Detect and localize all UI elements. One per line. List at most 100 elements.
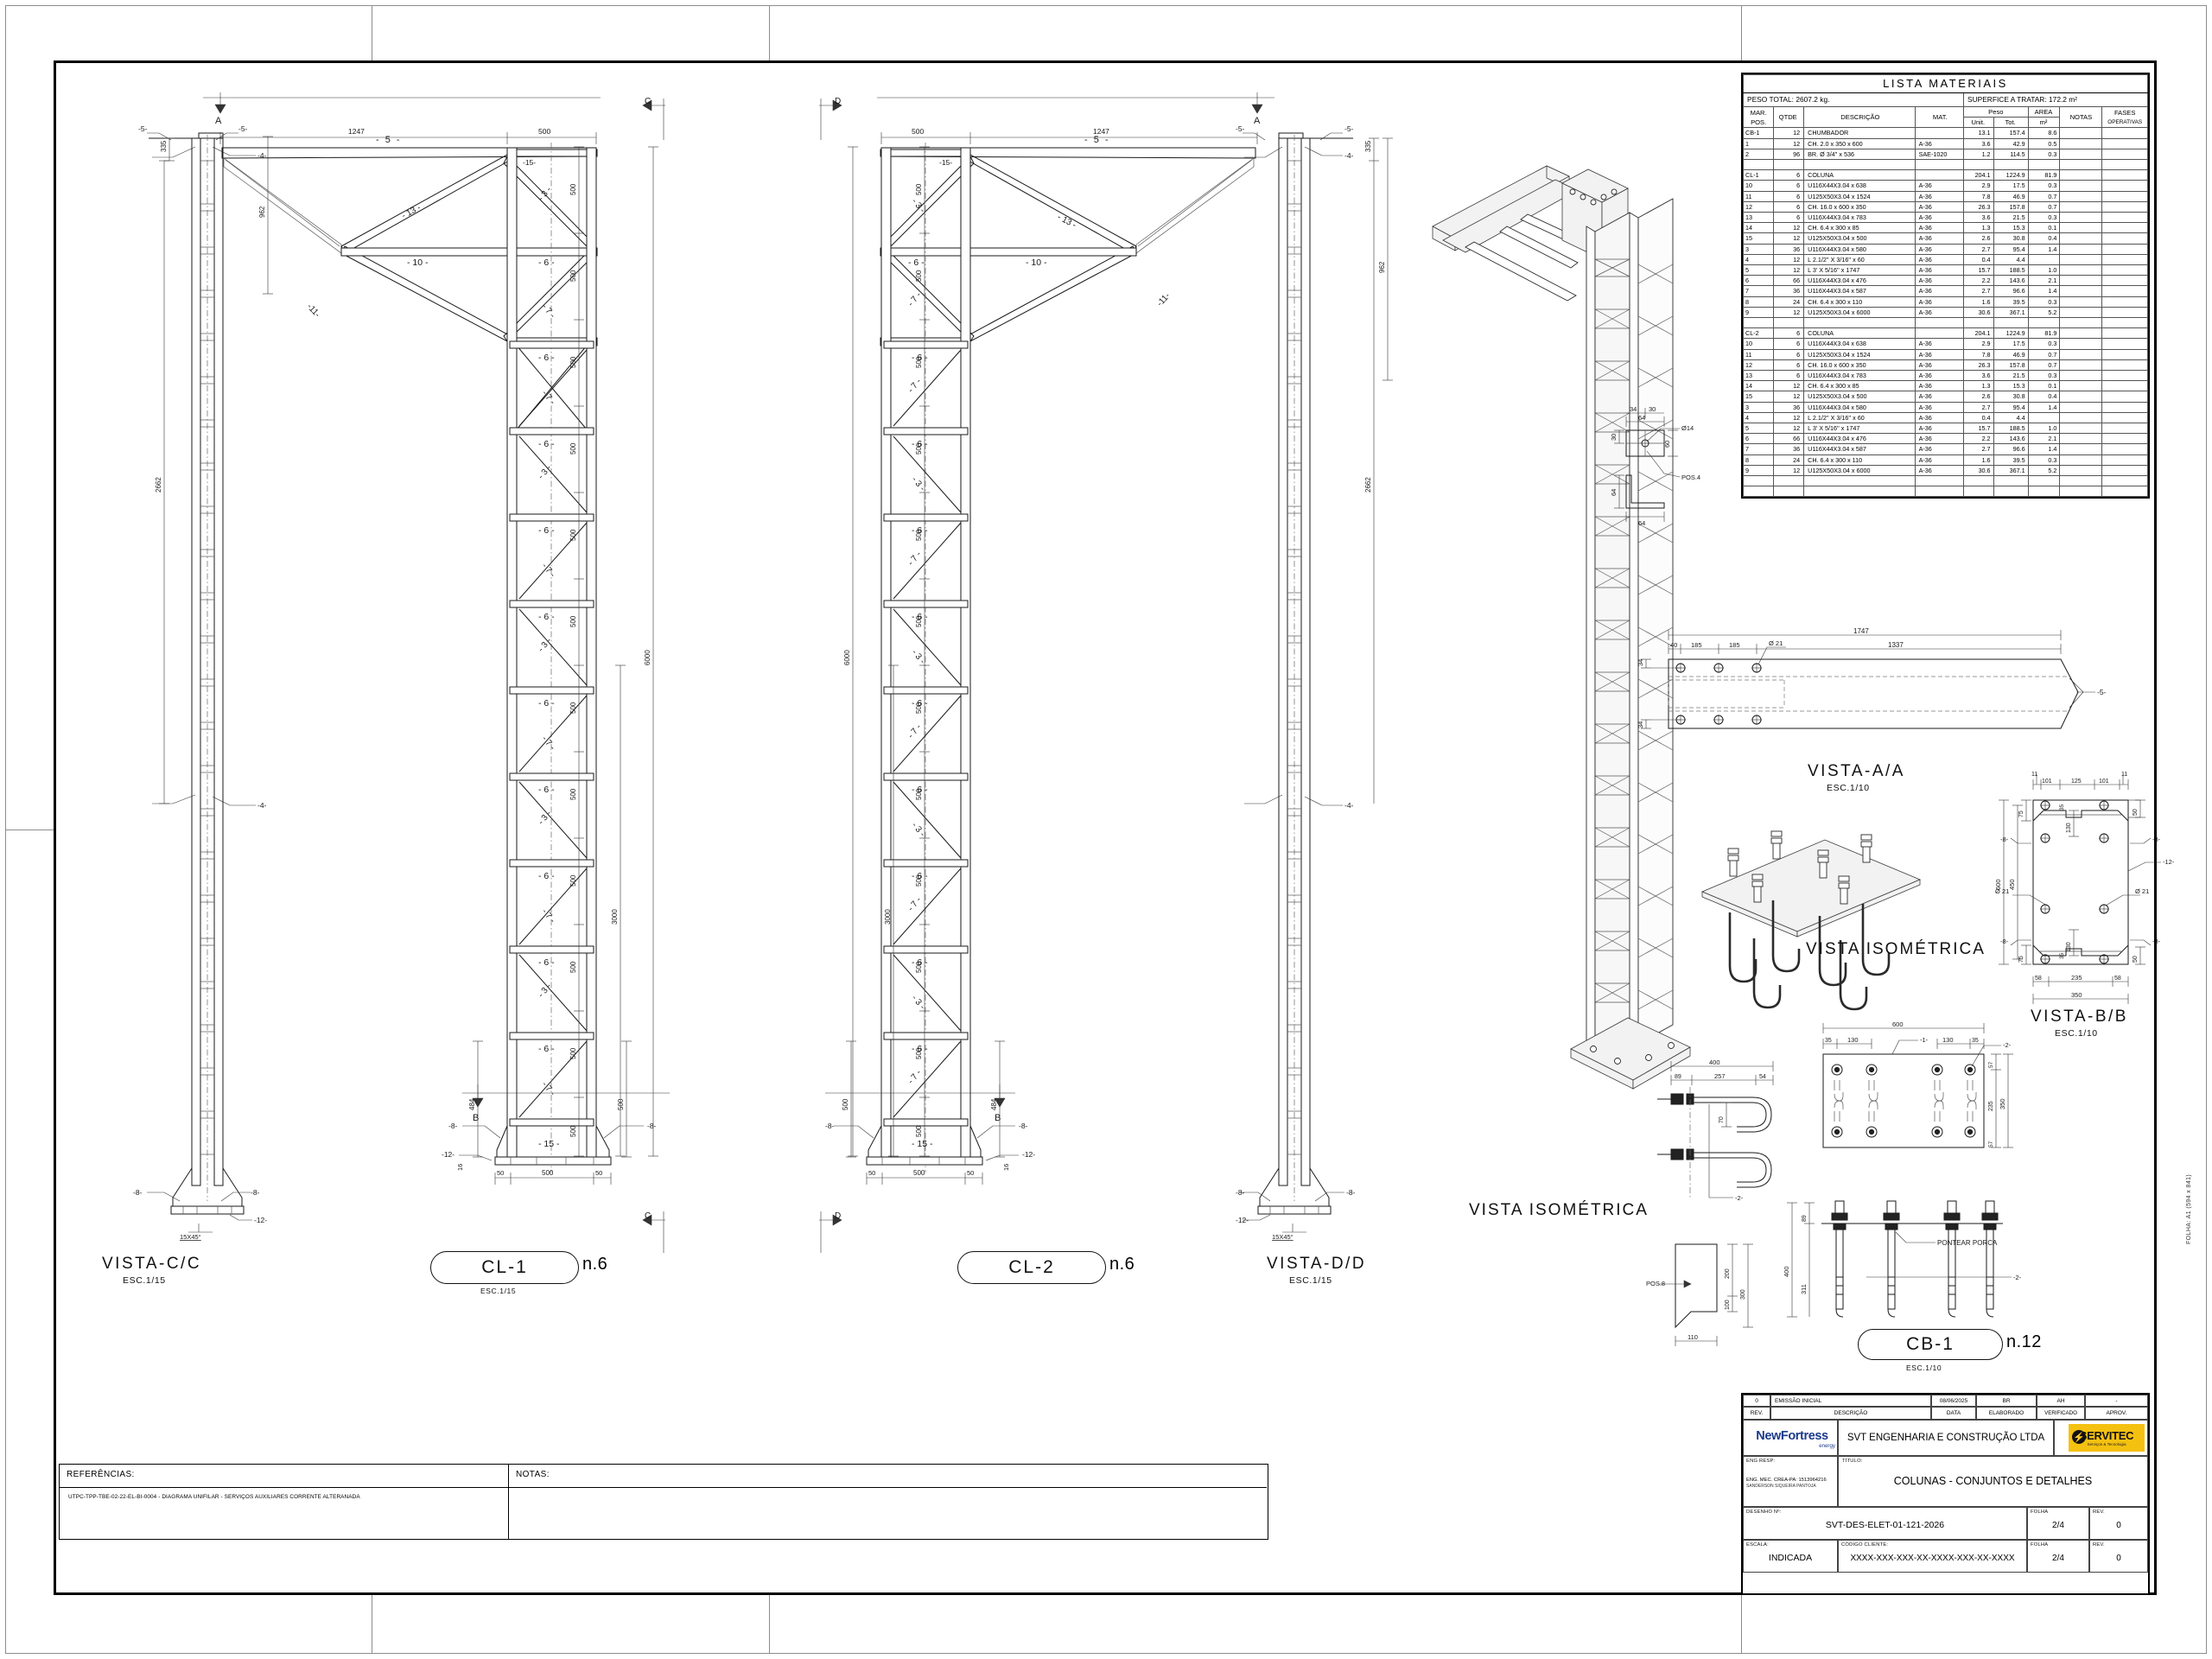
svg-text:2662: 2662 xyxy=(155,477,162,493)
cell-tot: 95.4 xyxy=(1993,243,2029,255)
svg-text:-12-: -12- xyxy=(2163,858,2175,866)
vista-aa-scale: ESC.1/10 xyxy=(1827,783,1870,793)
cell-qtde: 24 xyxy=(1773,296,1805,308)
cell-qtde: 6 xyxy=(1773,200,1805,213)
cell-desc: L 2.1/2'' X 3/16'' x 60 xyxy=(1803,253,1916,266)
folha-value-2: 2/4 xyxy=(2052,1553,2064,1563)
cell-area: 0.3 xyxy=(2027,180,2061,192)
svg-text:500: 500 xyxy=(569,183,577,195)
rev-label: REV. xyxy=(2093,1510,2105,1515)
elaborado-header-cell: ELABORADO xyxy=(1976,1407,2037,1420)
cell-notas xyxy=(2059,401,2103,413)
rev-date: 08/06/2025 xyxy=(1939,1397,1968,1404)
svg-text:-5-: -5- xyxy=(1236,124,1245,133)
svg-text:- 6 -: - 6 - xyxy=(912,439,928,449)
cell-tot: 17.5 xyxy=(1993,338,2029,350)
cl2-tag-balloon: CL-2 xyxy=(957,1251,1106,1284)
cell-tot: 46.9 xyxy=(1993,190,2029,202)
cell-mat xyxy=(1914,127,1965,139)
folha-cell: FOLHA 2/4 xyxy=(2027,1507,2089,1540)
cell-area: 8.6 xyxy=(2027,127,2061,139)
cell-tot: 188.5 xyxy=(1993,423,2029,435)
cell-area xyxy=(2027,317,2061,329)
vista-bb-label: VISTA-B/B xyxy=(2031,1007,2128,1026)
cell-area: 0.5 xyxy=(2027,137,2061,149)
escala-cell: ESCALA: INDICADA xyxy=(1743,1540,1838,1573)
cell-fases xyxy=(2101,401,2148,413)
svg-text:-12-: -12- xyxy=(1022,1150,1035,1159)
cell-area: 0.3 xyxy=(2027,338,2061,350)
cell-unit: 0.4 xyxy=(1963,411,1994,424)
cell-desc: U116X44X3.04 x 580 xyxy=(1803,243,1916,255)
svg-text:-5-: -5- xyxy=(138,124,148,133)
svg-text:-4-: -4- xyxy=(1344,151,1354,160)
cell-notas xyxy=(2059,212,2103,224)
desenho-cell: DESENHO Nº: SVT-DES-ELET-01-121-2026 xyxy=(1743,1507,2027,1540)
cell-tot: 1224.9 xyxy=(1993,169,2029,181)
svg-text:-8-: -8- xyxy=(2152,836,2161,843)
svg-text:3000: 3000 xyxy=(611,909,619,925)
cell-mat xyxy=(1914,317,1965,329)
svg-text:235: 235 xyxy=(1988,1101,1994,1111)
svg-text:130: 130 xyxy=(2066,823,2072,833)
cell-area: 0.7 xyxy=(2027,200,2061,213)
cell-desc: U125X50X3.04 x 1524 xyxy=(1803,190,1916,202)
svg-text:35: 35 xyxy=(1972,1038,1979,1044)
zone-tick xyxy=(1741,5,1742,60)
rev-cell: REV. 0 xyxy=(2089,1507,2148,1540)
vista-dd-drawing: -5- -5- -4- -4- -8- -8- -12- 15X45° 335 … xyxy=(1236,124,1393,1241)
cell-mar: 15 xyxy=(1742,391,1775,403)
iso-column-drawing xyxy=(1432,165,1691,1090)
svg-text:34: 34 xyxy=(1637,721,1644,728)
svg-text:-4-: -4- xyxy=(257,151,267,160)
svg-text:600: 600 xyxy=(1994,879,2002,890)
svg-text:64: 64 xyxy=(1638,519,1645,527)
svg-text:- 13 -: - 13 - xyxy=(1056,213,1078,231)
cell-mar xyxy=(1742,317,1775,329)
cell-qtde xyxy=(1773,486,1805,498)
svg-text:500: 500 xyxy=(569,615,577,627)
cell-notas xyxy=(2059,222,2103,234)
cell-area: 0.3 xyxy=(2027,148,2061,161)
svg-text:350: 350 xyxy=(2071,991,2082,999)
svg-text:-8-: -8- xyxy=(1236,1188,1245,1197)
rev-number: 0 xyxy=(1755,1397,1758,1404)
cell-area: 0.1 xyxy=(2027,380,2061,392)
svg-text:1747: 1747 xyxy=(1853,627,1869,635)
cell-desc: U125X50X3.04 x 500 xyxy=(1803,232,1916,245)
col-header-peso: Peso xyxy=(1963,105,2029,118)
cell-notas xyxy=(2059,486,2103,498)
cell-qtde: 6 xyxy=(1773,169,1805,181)
col-header-unit: Unit. xyxy=(1963,117,1994,129)
escala-label: ESCALA: xyxy=(1746,1542,1769,1548)
rev-cell-2: REV. 0 xyxy=(2089,1540,2148,1573)
cell-fases xyxy=(2101,222,2148,234)
rev-value-2: 0 xyxy=(2116,1553,2121,1563)
cell-qtde: 6 xyxy=(1773,180,1805,192)
cell-mat: A-36 xyxy=(1914,285,1965,297)
cell-desc: U116X44X3.04 x 783 xyxy=(1803,370,1916,382)
folha-value: 2/4 xyxy=(2052,1520,2064,1530)
svg-text:- 6 -: - 6 - xyxy=(912,612,928,622)
svg-text:500: 500 xyxy=(915,1047,923,1059)
codigo-label: CÓDIGO CLIENTE: xyxy=(1841,1542,1889,1548)
servitec-logo-icon: ⚡ xyxy=(2072,1430,2086,1444)
cl2-tag: CL-2 xyxy=(1008,1257,1055,1277)
cell-area: 0.7 xyxy=(2027,190,2061,202)
cell-notas xyxy=(2059,317,2103,329)
cell-tot: 367.1 xyxy=(1993,464,2029,477)
cell-tot: 188.5 xyxy=(1993,264,2029,276)
cell-desc: BR. Ø 3/4'' x 536 xyxy=(1803,148,1916,161)
svg-text:- 6 -: - 6 - xyxy=(912,698,928,709)
cell-mar: 14 xyxy=(1742,380,1775,392)
svg-text:110: 110 xyxy=(1688,1333,1698,1341)
verificado-header-cell: VERIFICADO xyxy=(2037,1407,2085,1420)
svg-text:311: 311 xyxy=(1800,1284,1808,1294)
cell-desc xyxy=(1803,159,1916,171)
